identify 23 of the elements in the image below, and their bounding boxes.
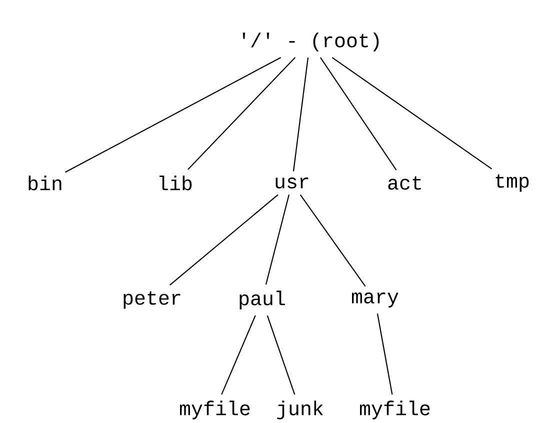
directory-label: peter	[124, 291, 180, 309]
tree-line	[265, 194, 290, 285]
directory-label: myfile	[180, 400, 250, 420]
directory-label: myfile	[360, 400, 430, 420]
tree-line	[188, 57, 296, 170]
tree-line	[320, 57, 397, 170]
directory-label: bin	[28, 176, 62, 190]
directory-label: tmp	[496, 174, 529, 192]
directory-label: paul	[240, 290, 285, 310]
directory-label: mary	[352, 292, 398, 308]
directory-label: act	[388, 176, 421, 190]
tree-line	[332, 57, 492, 170]
tree-line	[221, 315, 256, 395]
directory-label: '/' - (root)	[242, 32, 379, 52]
directory-label: usr	[276, 178, 308, 188]
tree-line	[64, 57, 282, 173]
directory-label: junk	[277, 400, 323, 420]
directory-label: lib	[160, 176, 192, 190]
tree-line	[266, 315, 296, 395]
tree-line	[170, 194, 278, 286]
tree-line	[376, 314, 393, 395]
tree-line	[300, 194, 366, 287]
tree-line	[292, 57, 309, 172]
